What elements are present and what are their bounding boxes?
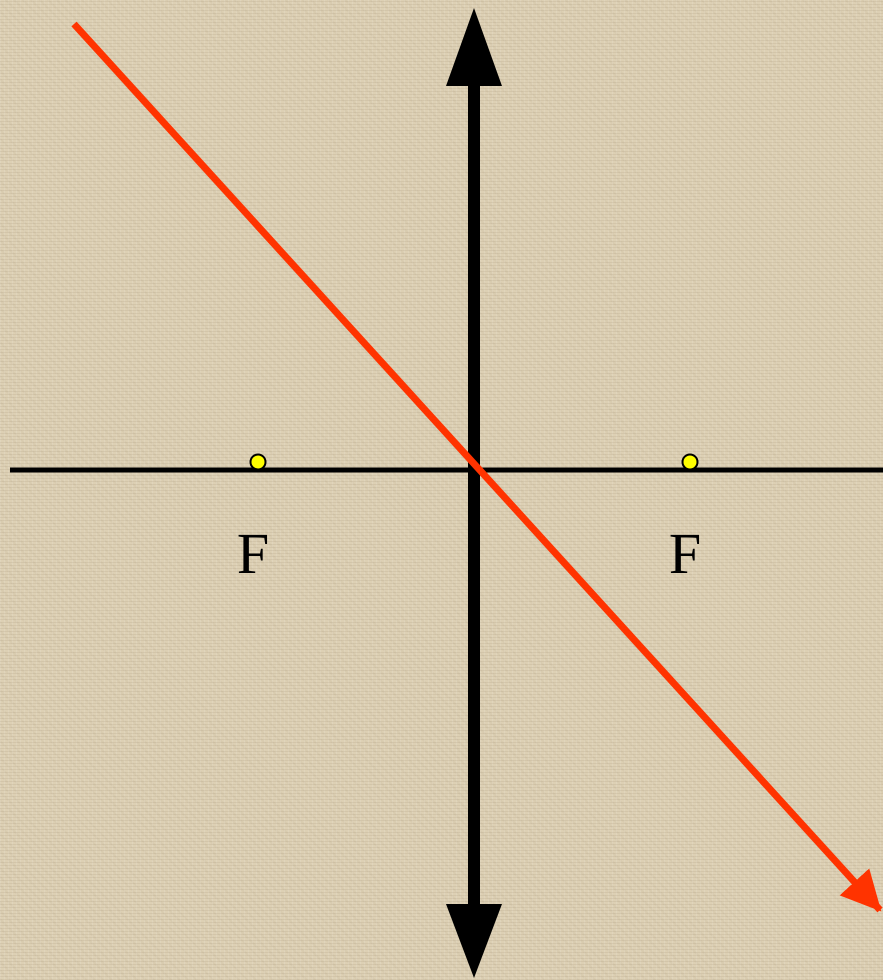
light-ray <box>71 21 883 913</box>
focus-label-left: F <box>237 521 269 586</box>
lens-arrow-up-icon <box>446 8 502 86</box>
focus-point-right <box>681 453 699 471</box>
focus-label-right: F <box>669 521 701 586</box>
focus-point-left <box>249 453 267 471</box>
lens-arrow-down-icon <box>446 904 502 978</box>
converging-lens <box>446 8 502 978</box>
